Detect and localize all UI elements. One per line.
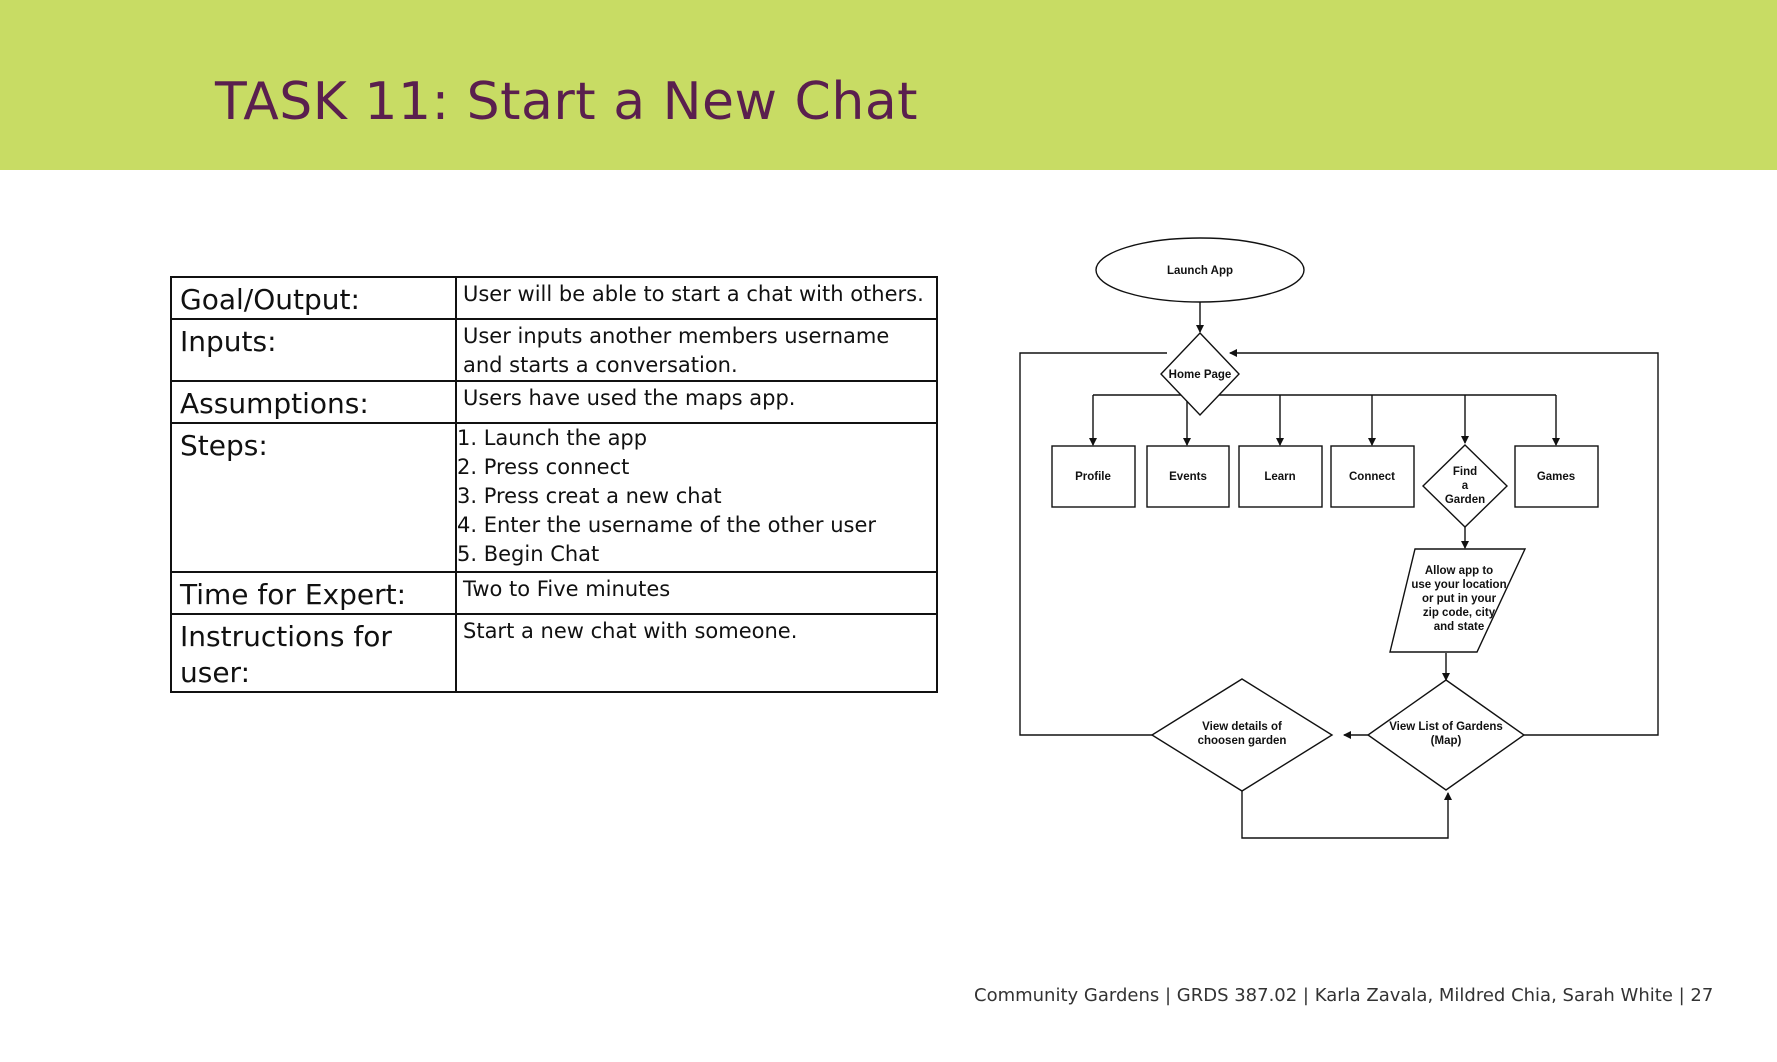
events-label: Events [1169,471,1207,483]
location-label: Allow app to [1425,565,1493,577]
steps-label: Steps: [180,429,268,462]
details-label: choosen garden [1198,735,1287,747]
inputs-value: User inputs another members username and… [463,324,890,377]
table-row: Time for Expert: Two to Five minutes [170,571,938,615]
location-label: zip code, city [1423,607,1496,619]
page-title: TASK 11: Start a New Chat [215,72,919,132]
details-node [1150,678,1334,792]
menu-node-connect [1330,445,1415,508]
launch-app-node [1095,237,1305,303]
row-label-cell: Assumptions: [170,380,457,424]
row-label-cell: Inputs: [170,318,457,382]
list-gardens-node [1366,679,1526,791]
location-label: or put in your [1422,593,1497,605]
step-item: 5. Begin Chat [457,542,600,566]
time-value: Two to Five minutes [463,577,671,601]
row-value-cell: Start a new chat with someone. [455,613,938,693]
flow-connector [1241,790,1452,839]
home-page-label: Home Page [1169,369,1232,381]
row-value-cell: User will be able to start a chat with o… [455,276,938,320]
find-garden-label: a [1462,480,1469,492]
footer-text: Community Gardens | GRDS 387.02 | Karla … [974,985,1714,1006]
find-garden-label: Find [1453,466,1477,478]
row-label-cell: Goal/Output: [170,276,457,320]
table-row: Assumptions: Users have used the maps ap… [170,380,938,424]
inputs-label: Inputs: [180,325,277,358]
row-label-cell: Instructions for user: [170,613,457,693]
list-gardens-label: (Map) [1431,735,1462,747]
assumptions-label: Assumptions: [180,387,369,420]
menu-node-events [1146,445,1230,508]
instructions-label: Instructions for user: [180,620,392,689]
launch-app-label: Launch App [1167,265,1233,277]
flowchart: Launch App Home Page Profile Events Lear… [1019,237,1659,839]
row-value-cell: Two to Five minutes [455,571,938,615]
menu-node-profile [1051,445,1136,508]
learn-label: Learn [1264,471,1295,483]
table-row: Goal/Output: User will be able to start … [170,276,938,320]
menu-node-games [1514,445,1599,508]
goal-value: User will be able to start a chat with o… [463,282,924,306]
games-label: Games [1537,471,1575,483]
task-table: Goal/Output: User will be able to start … [170,276,938,693]
row-value-cell: Users have used the maps app. [455,380,938,424]
menu-node-learn [1238,445,1323,508]
location-label: use your location [1411,579,1506,591]
instructions-value: Start a new chat with someone. [463,619,798,643]
table-row: Instructions for user: Start a new chat … [170,613,938,693]
flow-connector [1310,352,1659,736]
row-value-cell: User inputs another members username and… [455,318,938,382]
assumptions-value: Users have used the maps app. [463,386,796,410]
step-item: 2. Press connect [457,455,630,479]
home-page-node [1160,331,1240,417]
step-item: 1. Launch the app [457,426,648,450]
step-item: 3. Press creat a new chat [457,484,722,508]
steps-list: 1. Launch the app 2. Press connect 3. Pr… [457,424,936,569]
location-node [1389,548,1527,653]
step-item: 4. Enter the username of the other user [457,513,877,537]
table-row: Steps: 1. Launch the app 2. Press connec… [170,422,938,573]
profile-label: Profile [1075,471,1111,483]
connect-label: Connect [1349,471,1395,483]
row-value-cell: 1. Launch the app 2. Press connect 3. Pr… [455,422,938,573]
goal-label: Goal/Output: [180,283,360,316]
row-label-cell: Steps: [170,422,457,573]
details-label: View details of [1202,721,1282,733]
time-label: Time for Expert: [180,578,407,611]
table-row: Inputs: User inputs another members user… [170,318,938,382]
row-label-cell: Time for Expert: [170,571,457,615]
header-band [0,0,1777,170]
flow-connector [1019,352,1223,736]
location-label: and state [1434,621,1485,633]
list-gardens-label: View List of Gardens [1389,721,1503,733]
find-garden-label: Garden [1445,494,1485,506]
find-garden-node [1421,444,1509,528]
